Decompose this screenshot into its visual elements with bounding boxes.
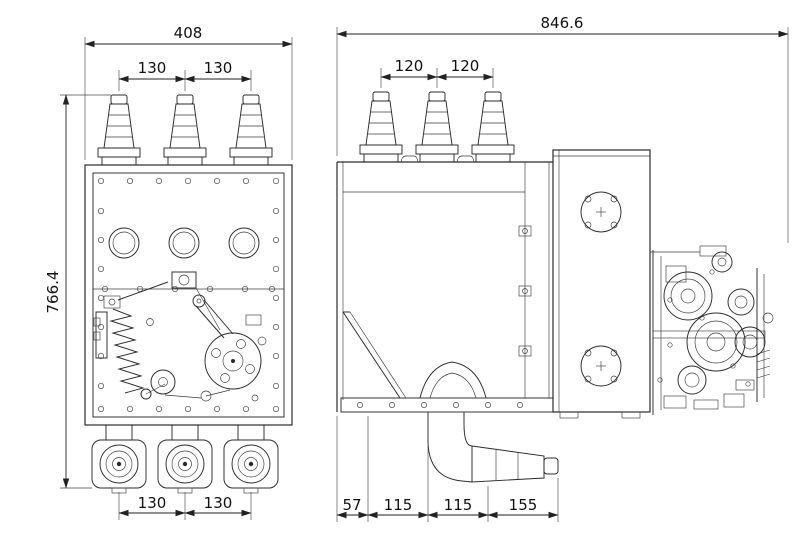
- dim-label-side-bottom-1: 57: [342, 496, 361, 514]
- front-top-insulators: [97, 94, 273, 166]
- side-dimensions: 846.6 120 120 57 115 115 155: [336, 14, 789, 522]
- dim-label-front-pole-2: 130: [204, 59, 233, 77]
- front-bottom-bushings: [91, 424, 279, 494]
- dim-label-front-width: 408: [174, 24, 203, 42]
- dim-label-front-height: 766.4: [44, 271, 62, 314]
- side-top-insulators: [359, 91, 515, 163]
- dim-label-side-bottom-2: 115: [384, 496, 413, 514]
- dim-label-front-bottom-1: 130: [138, 494, 167, 512]
- dim-label-side-pole-1: 120: [395, 57, 424, 75]
- front-mechanism: [93, 271, 284, 402]
- side-view: [336, 91, 774, 483]
- front-inspection-ports: [108, 227, 260, 259]
- front-view: [84, 94, 293, 494]
- dim-label-side-bottom-3: 115: [444, 496, 473, 514]
- dim-label-front-pole-1: 130: [138, 59, 167, 77]
- dim-label-side-depth: 846.6: [541, 14, 584, 32]
- front-panel-bolt-holes: [97, 177, 280, 413]
- side-drive-gears: [650, 245, 774, 415]
- side-mechanism-housing: [552, 149, 651, 419]
- dim-label-side-bottom-4: 155: [509, 496, 538, 514]
- side-tank: [336, 155, 554, 413]
- spring: [109, 308, 145, 394]
- side-cable-elbow: [427, 412, 559, 483]
- cam-disc: [204, 332, 262, 390]
- front-dimensions: 408 130 130 766.4 130 130: [44, 24, 293, 520]
- dim-label-side-pole-2: 120: [451, 57, 480, 75]
- dim-label-front-bottom-2: 130: [204, 494, 233, 512]
